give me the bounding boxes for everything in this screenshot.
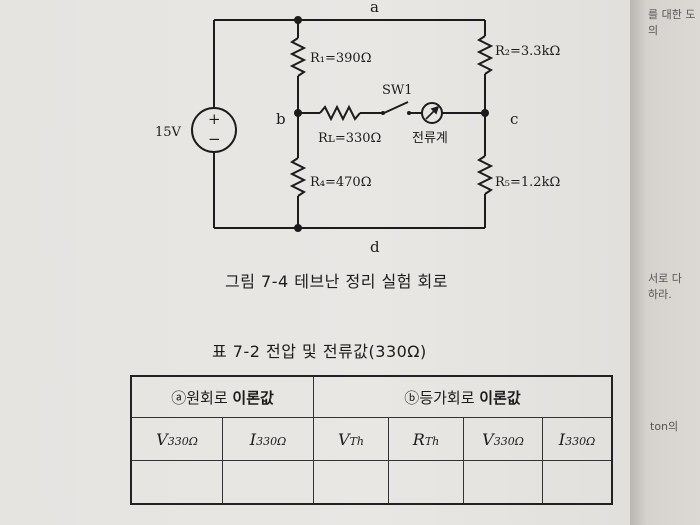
ammeter-label: 전류계 bbox=[412, 131, 448, 146]
col-rth: RTh bbox=[388, 417, 464, 461]
table-cell bbox=[542, 460, 613, 505]
rl-label: Rʟ=330Ω bbox=[318, 131, 381, 146]
node-a-label: a bbox=[370, 0, 379, 16]
node-c-label: c bbox=[510, 110, 518, 128]
col-vth: VTh bbox=[313, 417, 389, 461]
facing-page-edge bbox=[630, 0, 700, 525]
header-equivalent-circuit: ⓑ등가회로 이론값 bbox=[313, 375, 613, 418]
table-caption: 표 7-2 전압 및 전류값(330Ω) bbox=[212, 342, 427, 361]
measurement-table: ⓐ원회로 이론값 ⓑ등가회로 이론값 V330Ω I330Ω VTh RTh V… bbox=[130, 375, 613, 505]
table-cell bbox=[463, 460, 543, 505]
table-row-empty bbox=[130, 460, 613, 505]
node-d-label: d bbox=[370, 238, 380, 256]
node-dot-b bbox=[294, 109, 302, 117]
r1-label: R₁=390Ω bbox=[310, 51, 371, 66]
col-v330-equivalent: V330Ω bbox=[463, 417, 543, 461]
table-cell bbox=[222, 460, 314, 505]
side-text-mid2: 하라. bbox=[648, 288, 672, 301]
source-label: 15V bbox=[155, 125, 182, 140]
figure-caption: 그림 7-4 테브난 정리 실험 회로 bbox=[225, 272, 448, 291]
r4-label: R₄=470Ω bbox=[310, 175, 371, 190]
switch-label: SW1 bbox=[382, 83, 413, 98]
node-dot-d bbox=[294, 224, 302, 232]
col-v330-original: V330Ω bbox=[130, 417, 223, 461]
table-cell bbox=[313, 460, 389, 505]
node-dot-a bbox=[294, 16, 302, 24]
source-plus: + bbox=[208, 110, 221, 128]
side-text-mid: 서로 다 bbox=[648, 272, 682, 285]
side-text-bottom: ton의 bbox=[650, 420, 679, 433]
source-minus: − bbox=[208, 130, 221, 148]
node-b-label: b bbox=[276, 110, 286, 128]
col-i330-original: I330Ω bbox=[222, 417, 314, 461]
r5-label: R₅=1.2kΩ bbox=[495, 175, 560, 190]
header-original-circuit: ⓐ원회로 이론값 bbox=[130, 375, 314, 418]
table-cell bbox=[130, 460, 223, 505]
col-i330-equivalent: I330Ω bbox=[542, 417, 613, 461]
node-dot-c bbox=[481, 109, 489, 117]
r2-label: R₂=3.3kΩ bbox=[495, 44, 560, 59]
side-text-top: 를 대한 도의 bbox=[648, 8, 696, 37]
table-cell bbox=[388, 460, 464, 505]
